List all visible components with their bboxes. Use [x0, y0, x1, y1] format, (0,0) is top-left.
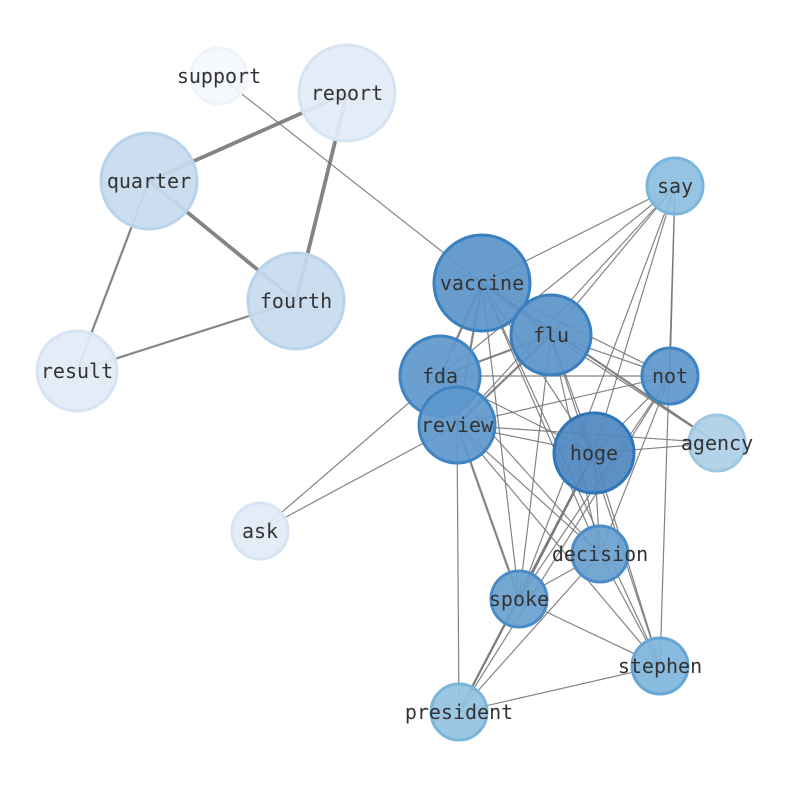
- node-label: review: [421, 413, 494, 437]
- node-label: say: [657, 174, 693, 198]
- node-circle[interactable]: [189, 46, 249, 106]
- node-agency[interactable]: agency: [681, 413, 753, 473]
- node-circle[interactable]: [297, 43, 397, 143]
- node-circle[interactable]: [99, 131, 199, 231]
- node-label: not: [652, 364, 688, 388]
- node-label: president: [405, 700, 513, 724]
- node-circle[interactable]: [417, 385, 497, 465]
- node-ask[interactable]: ask: [230, 501, 290, 561]
- node-circle[interactable]: [432, 233, 532, 333]
- node-not[interactable]: not: [640, 346, 700, 406]
- node-circle[interactable]: [429, 682, 489, 742]
- node-circle[interactable]: [246, 251, 346, 351]
- node-circle[interactable]: [509, 293, 593, 377]
- edge-not-president: [458, 375, 671, 713]
- node-circle[interactable]: [35, 329, 119, 413]
- node-label: report: [311, 81, 383, 105]
- node-flu[interactable]: flu: [509, 293, 593, 377]
- node-label: ask: [242, 519, 278, 543]
- node-circle[interactable]: [687, 413, 747, 473]
- edge-say-stephen: [659, 185, 676, 667]
- node-vaccine[interactable]: vaccine: [432, 233, 532, 333]
- node-quarter[interactable]: quarter: [99, 131, 199, 231]
- edge-hoge-say: [593, 185, 676, 454]
- node-stephen[interactable]: stephen: [618, 636, 702, 696]
- node-result[interactable]: result: [35, 329, 119, 413]
- node-review[interactable]: review: [417, 385, 497, 465]
- node-fourth[interactable]: fourth: [246, 251, 346, 351]
- edge-say-spoke: [518, 185, 676, 600]
- nodes-layer: support report quarter fourth result say vacci…: [35, 43, 753, 742]
- edge-fda-say: [439, 185, 676, 377]
- node-circle[interactable]: [640, 346, 700, 406]
- node-decision[interactable]: decision: [552, 524, 648, 584]
- node-label: flu: [533, 323, 569, 347]
- node-label: vaccine: [440, 271, 524, 295]
- node-label: support: [177, 64, 261, 88]
- edge-review-president: [456, 424, 460, 713]
- node-circle[interactable]: [570, 524, 630, 584]
- node-circle[interactable]: [230, 501, 290, 561]
- edge-review-stephen: [456, 424, 661, 667]
- node-label: spoke: [489, 587, 549, 611]
- node-hoge[interactable]: hoge: [552, 411, 636, 495]
- node-label: quarter: [107, 169, 191, 193]
- node-say[interactable]: say: [645, 156, 705, 216]
- edge-decision-president: [458, 553, 601, 713]
- node-circle[interactable]: [630, 636, 690, 696]
- node-support[interactable]: support: [177, 46, 261, 106]
- node-label: hoge: [570, 441, 618, 465]
- edge-not-decision: [599, 375, 671, 555]
- node-label: agency: [681, 431, 753, 455]
- node-label: decision: [552, 542, 648, 566]
- node-spoke[interactable]: spoke: [489, 569, 549, 629]
- node-label: stephen: [618, 654, 702, 678]
- edge-stephen-president: [458, 665, 661, 713]
- edge-flu-stephen: [550, 334, 661, 667]
- node-president[interactable]: president: [405, 682, 513, 742]
- edge-flu-spoke: [518, 334, 552, 600]
- node-label: fourth: [260, 289, 332, 313]
- node-circle[interactable]: [552, 411, 636, 495]
- node-label: fda: [422, 364, 458, 388]
- node-circle[interactable]: [489, 569, 549, 629]
- node-report[interactable]: report: [297, 43, 397, 143]
- node-label: result: [41, 359, 113, 383]
- edge-vaccine-spoke: [481, 282, 520, 600]
- node-circle[interactable]: [645, 156, 705, 216]
- edge-support-vaccine: [218, 75, 483, 284]
